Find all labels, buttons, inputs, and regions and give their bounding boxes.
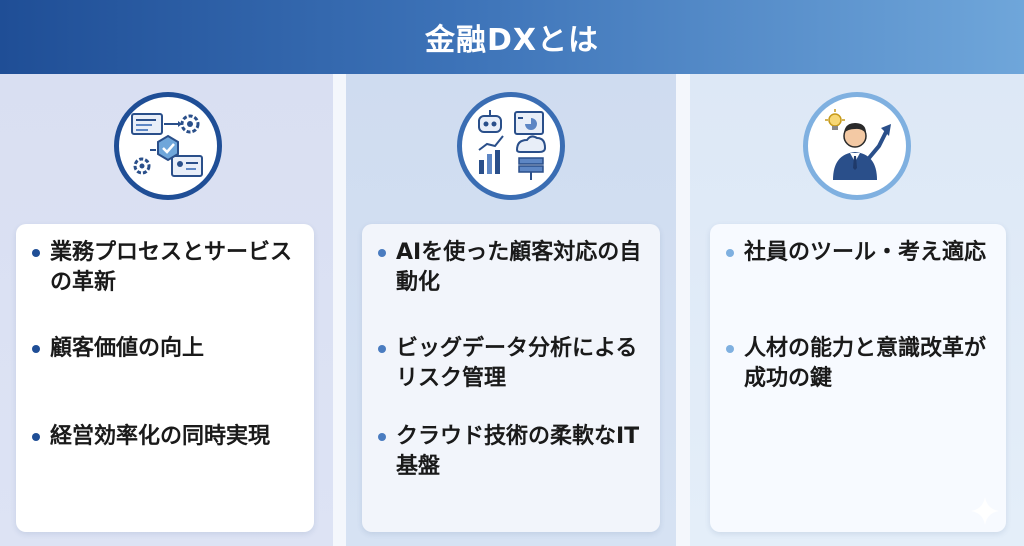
- list-item-text: 経営効率化の同時実現: [50, 424, 271, 449]
- list-item: クラウド技術の柔軟なIT基盤: [378, 422, 656, 482]
- bullet-dot: [32, 433, 40, 441]
- bullet-dot: [32, 345, 40, 353]
- list-item: 業務プロセスとサービスの革新: [32, 238, 310, 298]
- list-item-text: AIを使った顧客対応の自動化: [396, 240, 642, 295]
- columns: 業務プロセスとサービスの革新 顧客価値の向上 経営効率化の同時実現: [0, 74, 1024, 546]
- list-item-text: クラウド技術の柔軟なIT基盤: [396, 424, 640, 479]
- list-item-text: 顧客価値の向上: [50, 336, 205, 361]
- list-item: AIを使った顧客対応の自動化: [378, 238, 656, 298]
- column-business-process: 業務プロセスとサービスの革新 顧客価値の向上 経営効率化の同時実現: [0, 74, 333, 546]
- column-divider: [676, 74, 690, 546]
- header-banner: 金融DXとは: [0, 0, 1024, 74]
- ai-cloud-data-icon: [457, 92, 565, 200]
- bullet-dot: [378, 433, 386, 441]
- bullet-dot: [378, 249, 386, 257]
- sparkle-icon: [971, 497, 999, 525]
- list-item: 人材の能力と意識改革が成功の鍵: [726, 334, 1004, 394]
- list-item-text: 社員のツール・考え適応: [744, 240, 987, 265]
- list-item: 経営効率化の同時実現: [32, 422, 310, 452]
- list-item: 社員のツール・考え適応: [726, 238, 1004, 268]
- card-technology: AIを使った顧客対応の自動化 ビッグデータ分析によるリスク管理 クラウド技術の柔…: [362, 224, 660, 532]
- list-item-text: 業務プロセスとサービスの革新: [50, 240, 293, 295]
- column-divider: [333, 74, 346, 546]
- page-title: 金融DXとは: [424, 23, 600, 58]
- card-people: 社員のツール・考え適応 人材の能力と意識改革が成功の鍵: [710, 224, 1006, 532]
- column-people: 社員のツール・考え適応 人材の能力と意識改革が成功の鍵: [690, 74, 1024, 546]
- list-item: 顧客価値の向上: [32, 334, 310, 364]
- list-item: ビッグデータ分析によるリスク管理: [378, 334, 656, 394]
- bullet-dot: [726, 345, 734, 353]
- card-business-process: 業務プロセスとサービスの革新 顧客価値の向上 経営効率化の同時実現: [16, 224, 314, 532]
- process-automation-icon: [114, 92, 222, 200]
- bullet-dot: [32, 249, 40, 257]
- bullet-dot: [726, 249, 734, 257]
- list-item-text: ビッグデータ分析によるリスク管理: [396, 336, 638, 391]
- bullet-dot: [378, 345, 386, 353]
- list-item-text: 人材の能力と意識改革が成功の鍵: [744, 336, 987, 391]
- businessperson-growth-icon: [803, 92, 911, 200]
- column-technology: AIを使った顧客対応の自動化 ビッグデータ分析によるリスク管理 クラウド技術の柔…: [346, 74, 676, 546]
